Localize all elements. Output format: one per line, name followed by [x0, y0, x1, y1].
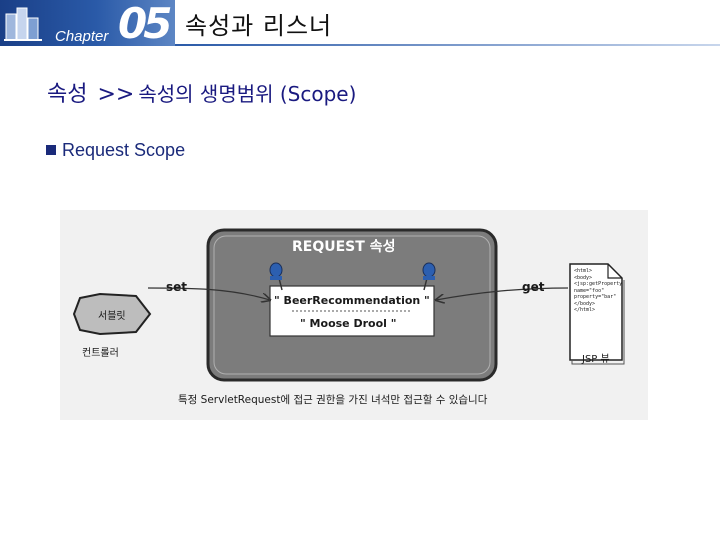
jsp-code-line: </body> [574, 300, 596, 307]
get-arrow [436, 287, 569, 300]
controller-label: 컨트롤러 [82, 348, 119, 359]
attribute-name: " BeerRecommendation " [274, 294, 430, 307]
jsp-code-line: </html> [574, 307, 596, 313]
square-bullet-icon [46, 145, 56, 155]
request-scope-figure: REQUEST 속성 set get " BeerRecommendation … [60, 210, 648, 420]
bullet-text: Request Scope [62, 140, 186, 160]
book-logo-icon [4, 7, 42, 41]
set-arrow [147, 287, 270, 300]
chapter-number: 05 [118, 0, 172, 48]
jsp-code-line: property="bar" [574, 294, 617, 300]
attribute-value: " Moose Drool " [300, 317, 397, 330]
get-label: get [522, 280, 545, 294]
jsp-document-icon [569, 263, 623, 361]
set-label: set [166, 280, 188, 294]
slide-header: Chapter 05 속성과 리스너 [0, 0, 720, 46]
servlet-label: 서블릿 [98, 311, 126, 322]
jsp-code-line: <body> [574, 274, 593, 281]
box-title: REQUEST 속성 [292, 239, 396, 255]
bullet-item: Request Scope [46, 140, 185, 161]
jsp-code: <html> <body> <jsp:getProperty name="foo… [574, 268, 622, 314]
jsp-code-line: <jsp:getProperty [574, 281, 623, 287]
figure-drawing [72, 228, 625, 382]
header-divider [175, 44, 720, 46]
servlet-shape [72, 292, 152, 336]
section-sub: 속성의 생명범위 (Scope) [138, 82, 357, 106]
pushpin-left-icon [269, 262, 283, 291]
header-title-area [175, 0, 720, 46]
chapter-label: Chapter [55, 28, 109, 45]
jsp-code-line: name="foo" [574, 287, 605, 294]
pushpin-right-icon [422, 262, 436, 291]
page-title: 속성과 리스너 [185, 12, 333, 40]
figure-caption: 특정 ServletRequest에 접근 권한을 가진 녀석만 접근할 수 있… [178, 394, 488, 406]
section-main: 속성 [47, 82, 88, 107]
section-separator: >> [97, 82, 135, 107]
section-heading: 속성 >>속성의 생명범위 (Scope) [47, 76, 356, 108]
jsp-label: JSP 뷰 [582, 354, 610, 365]
jsp-code-line: <html> [574, 268, 593, 274]
